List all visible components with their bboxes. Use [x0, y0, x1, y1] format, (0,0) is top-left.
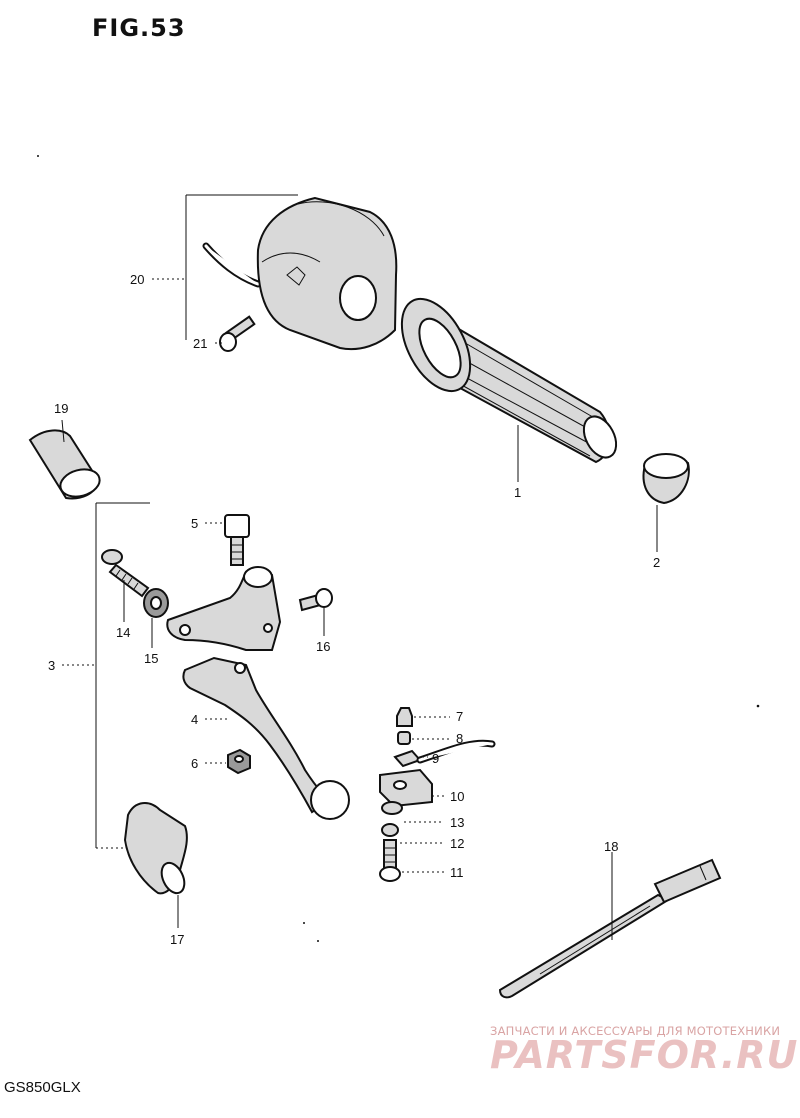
part-10 [379, 768, 433, 808]
part-12 [381, 823, 399, 837]
callout-4: 4 [191, 712, 198, 727]
boot-17 [123, 802, 188, 895]
callout-labels: 1 2 3 4 5 6 7 8 9 10 11 12 13 14 15 16 1… [48, 272, 660, 947]
callout-12: 12 [450, 836, 464, 851]
part-9 [393, 749, 422, 768]
switch-stack [379, 707, 496, 882]
bolt-5 [224, 514, 250, 566]
callout-5: 5 [191, 516, 198, 531]
clutch-lever [182, 656, 350, 820]
part-8 [397, 731, 411, 745]
callout-13: 13 [450, 815, 464, 830]
lever-cover [28, 429, 101, 500]
cable-tie [498, 858, 722, 999]
callout-2: 2 [653, 555, 660, 570]
part-13 [381, 801, 403, 815]
callout-6: 6 [191, 756, 198, 771]
leader-lines [61, 194, 658, 940]
grip-end-cap [642, 453, 690, 505]
figure-title: FIG.53 [92, 14, 186, 42]
lock-nut [143, 588, 169, 618]
callout-1: 1 [514, 485, 521, 500]
adjuster-screw [101, 549, 150, 598]
lever-bracket [166, 566, 282, 651]
part-7 [396, 707, 413, 727]
scan-dots [37, 155, 760, 942]
nut-6 [227, 748, 251, 775]
watermark-tagline: ЗАПЧАСТИ И АКСЕССУАРЫ ДЛЯ МОТОТЕХНИКИ [490, 1024, 781, 1038]
callout-10: 10 [450, 789, 464, 804]
throttle-grip [400, 297, 618, 464]
callout-20: 20 [130, 272, 144, 287]
callout-19: 19 [54, 401, 68, 416]
callout-16: 16 [316, 639, 330, 654]
callout-21: 21 [193, 336, 207, 351]
callout-8: 8 [456, 731, 463, 746]
watermark-brand: PARTSFOR.RU [490, 1033, 799, 1077]
callout-11: 11 [450, 865, 464, 880]
callout-17: 17 [170, 932, 184, 947]
callout-15: 15 [144, 651, 158, 666]
bolt-16 [298, 588, 333, 612]
screw-21 [219, 315, 256, 352]
callout-9: 9 [432, 751, 439, 766]
switch-housing [202, 196, 398, 350]
callout-7: 7 [456, 709, 463, 724]
callout-14: 14 [116, 625, 130, 640]
model-code: GS850GLX [4, 1079, 81, 1096]
callout-3: 3 [48, 658, 55, 673]
callout-18: 18 [604, 839, 618, 854]
